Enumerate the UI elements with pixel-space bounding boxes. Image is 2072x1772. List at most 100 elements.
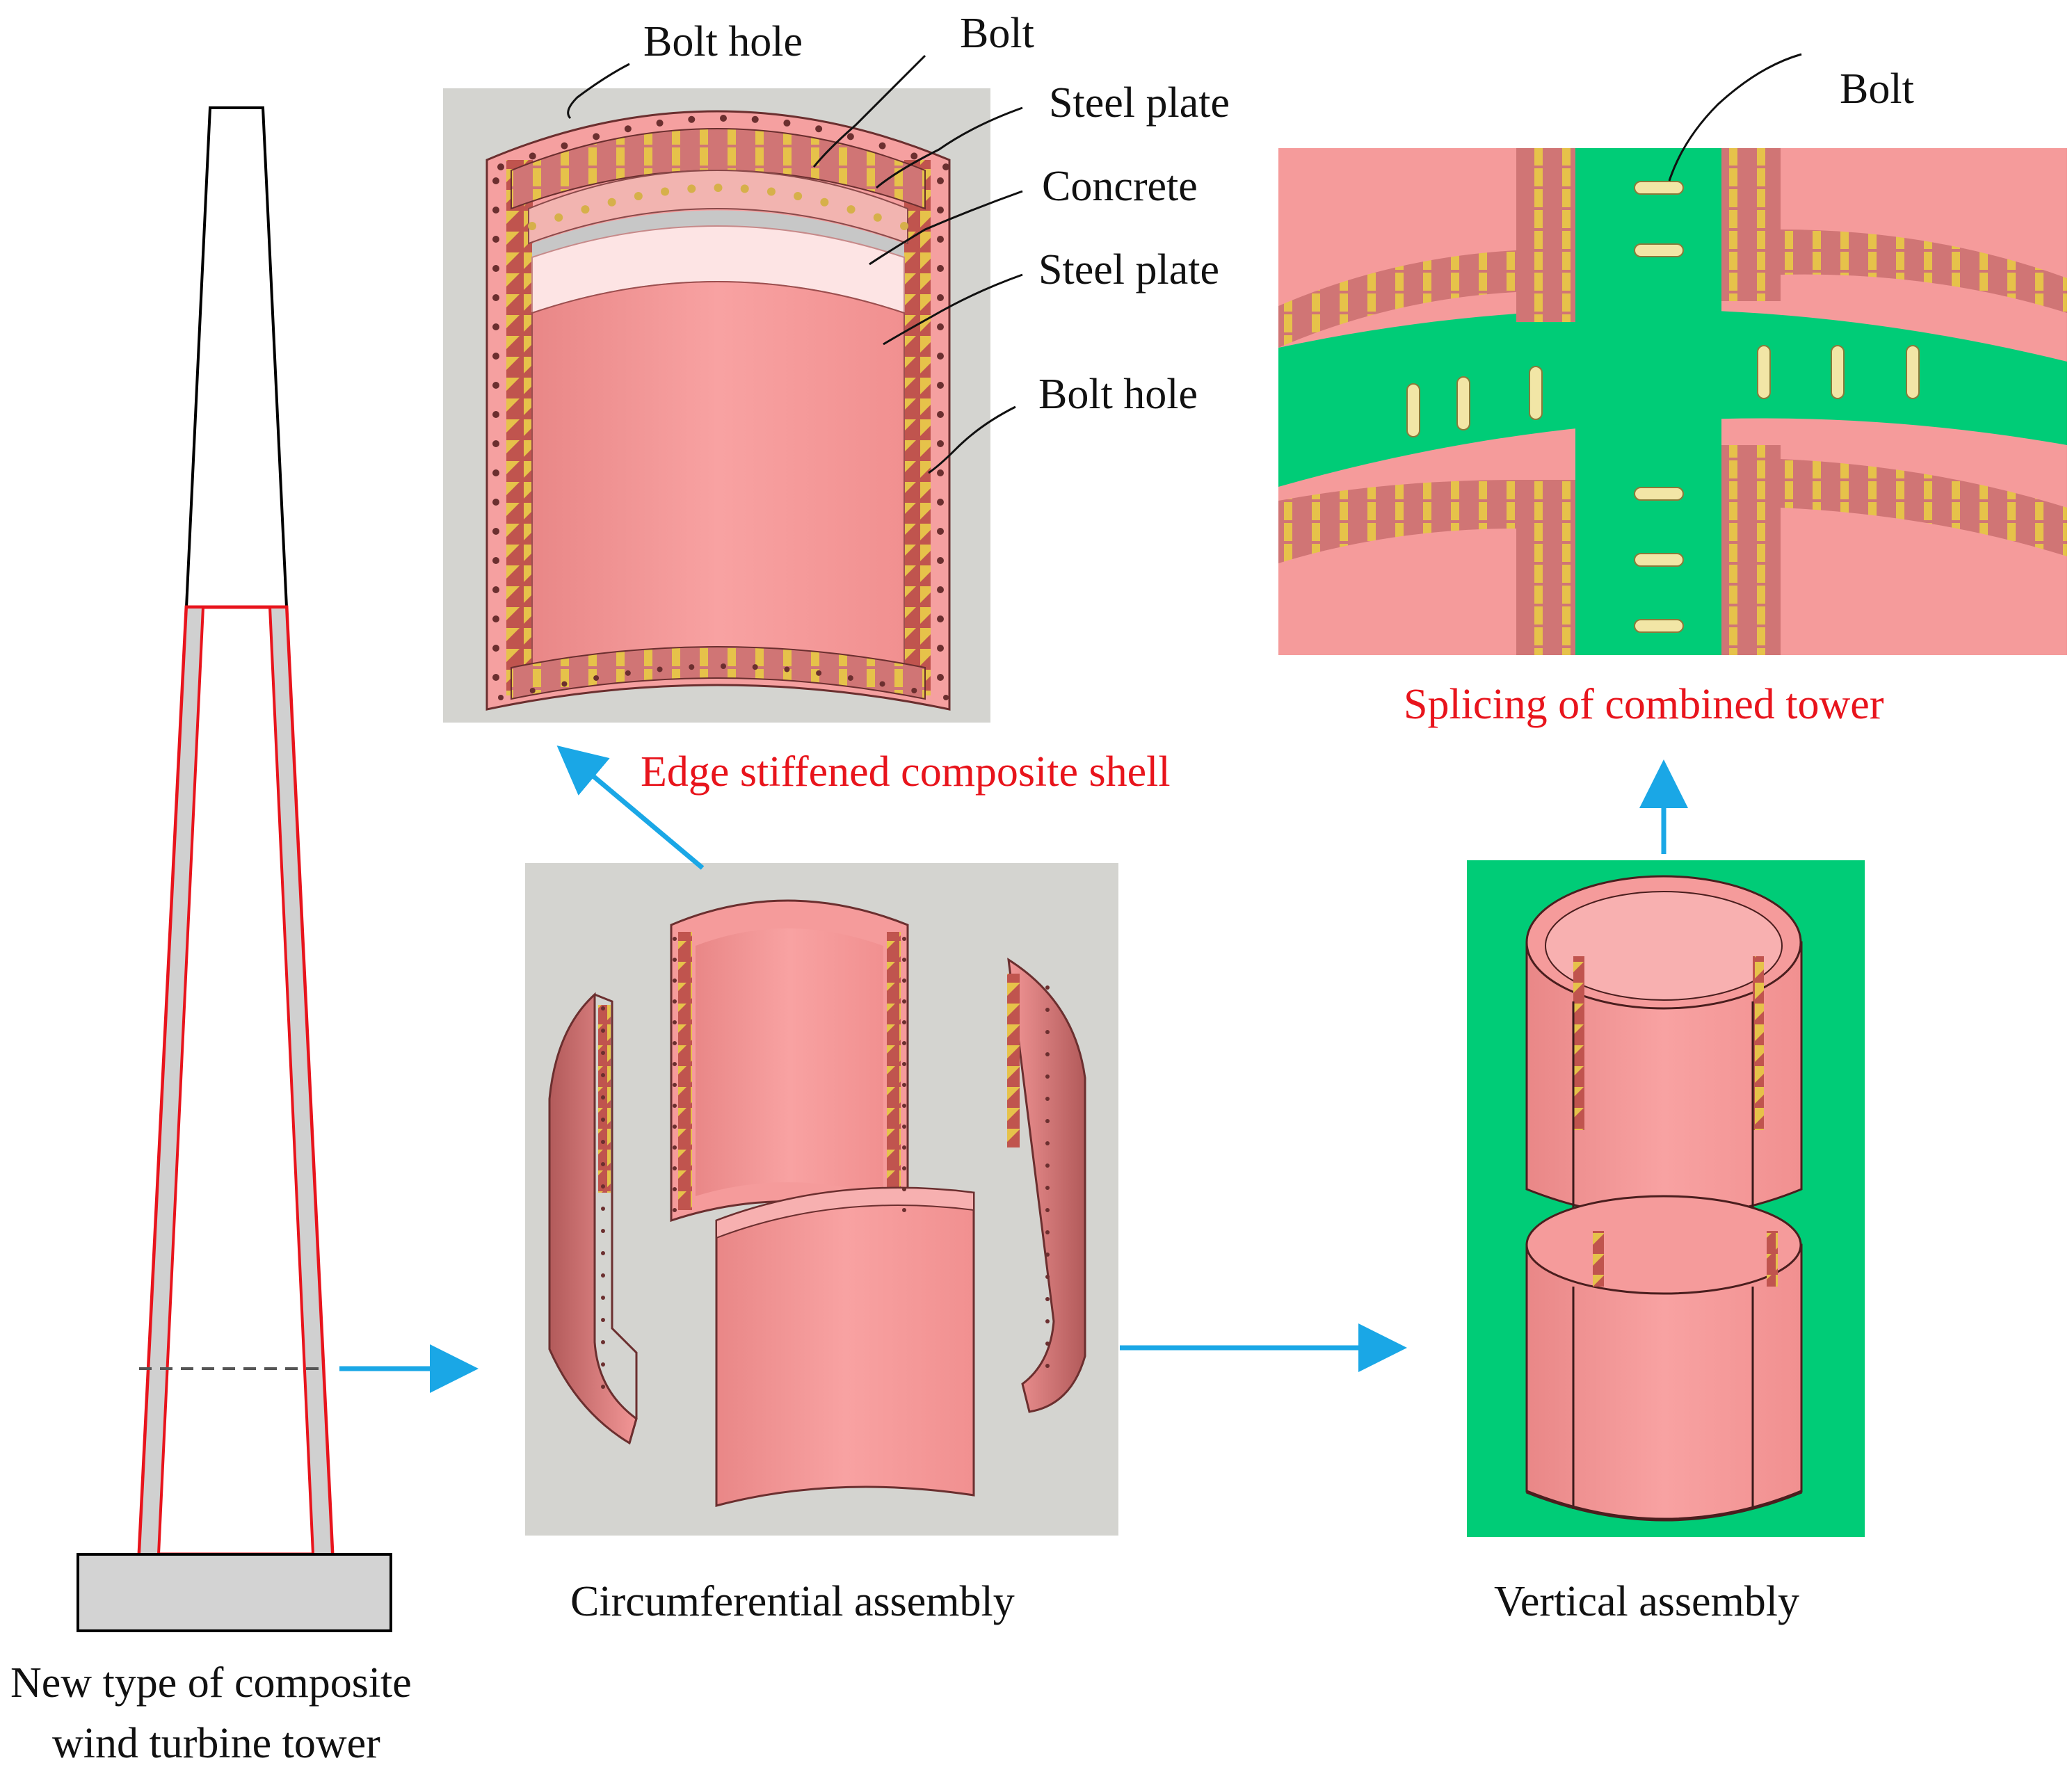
- bolt-hole: [657, 666, 663, 672]
- bolt-hole: [601, 1073, 605, 1077]
- bolt-hole: [783, 119, 791, 127]
- bolt: [740, 184, 749, 193]
- leader-bolt-top: [812, 54, 926, 168]
- bolt-hole: [492, 557, 499, 564]
- bolt-hole: [601, 1362, 605, 1367]
- label-concrete: Concrete: [1042, 163, 1198, 210]
- flow-arrows: [339, 745, 1688, 1393]
- label-steel-plate-2: Steel plate: [1038, 246, 1219, 293]
- bolt-hole: [937, 499, 944, 506]
- bolt-hole: [815, 125, 823, 133]
- bolt-hole: [492, 499, 499, 506]
- bolt-hole: [816, 670, 822, 676]
- shell-left-stiffeners: [506, 160, 533, 695]
- label-bolt-splice: Bolt: [1840, 65, 1914, 113]
- edge-shell-panel: [443, 88, 990, 723]
- bolt-hole: [492, 645, 499, 652]
- bolt-hole: [1045, 1119, 1050, 1123]
- bolt-hole: [673, 958, 677, 962]
- bolt-hole: [937, 323, 944, 330]
- bolt: [873, 213, 882, 222]
- bolt-hole: [942, 163, 949, 170]
- bolt-hole: [937, 528, 944, 535]
- bolt-hole: [902, 1187, 906, 1191]
- text-labels: Bolt hole Bolt Steel plate Concrete Stee…: [10, 10, 1914, 1767]
- bolt-hole: [752, 664, 758, 670]
- bolt-hole: [492, 411, 499, 418]
- bolt-hole: [902, 1104, 906, 1108]
- bolt-hole: [673, 1125, 677, 1129]
- bolt-hole: [937, 440, 944, 447]
- bolt-hole: [1045, 1052, 1050, 1056]
- bolt-hole: [673, 1020, 677, 1024]
- bolt-hole: [601, 1207, 605, 1211]
- upper-cylinder-hole: [1545, 891, 1783, 1001]
- shell-gap: [532, 210, 904, 257]
- bolt-hole: [937, 615, 944, 622]
- bolt-hole: [673, 937, 677, 941]
- bolt-hole: [937, 207, 944, 214]
- circ-back-inner: [696, 928, 883, 1196]
- bolt: [1634, 243, 1684, 257]
- bolt-hole: [492, 353, 499, 360]
- bolt: [900, 222, 908, 230]
- label-edge-shell: Edge stiffened composite shell: [641, 748, 1171, 796]
- bolt-hole: [1045, 985, 1050, 990]
- circ-front-shell: [715, 1186, 975, 1507]
- circ-back-right-stiff: [887, 932, 901, 1210]
- bolt-hole: [492, 207, 499, 214]
- bolt-hole: [902, 1125, 906, 1129]
- label-splicing: Splicing of combined tower: [1404, 681, 1884, 728]
- bolt-hole: [937, 177, 944, 184]
- bolt-hole: [943, 695, 949, 700]
- bolt-hole: [1045, 1186, 1050, 1190]
- bolt-hole: [673, 1187, 677, 1191]
- bolt: [1906, 345, 1920, 399]
- shell-bolt-holes: [492, 115, 949, 700]
- vertical-panel: [1467, 860, 1865, 1537]
- lower-cyl-stiff-left: [1593, 1231, 1604, 1287]
- bolt-hole: [902, 1041, 906, 1045]
- bolt-hole: [937, 353, 944, 360]
- splice-ring-bot-right: [1781, 459, 2067, 556]
- label-vertical: Vertical assembly: [1494, 1578, 1799, 1625]
- leader-bolt-hole-top: [567, 63, 630, 120]
- bolt: [607, 198, 616, 207]
- bolt-hole: [492, 294, 499, 301]
- bolt: [766, 187, 776, 196]
- bolt-hole: [673, 978, 677, 983]
- bolt-hole: [673, 1208, 677, 1212]
- bolt-hole: [601, 1273, 605, 1278]
- bolt-hole: [601, 1051, 605, 1055]
- bolt-hole: [673, 1062, 677, 1066]
- bolt-hole: [492, 528, 499, 535]
- bolt-hole: [492, 615, 499, 622]
- label-steel-plate-1: Steel plate: [1049, 79, 1230, 127]
- bolt: [714, 184, 723, 192]
- bolt-hole: [601, 1140, 605, 1144]
- circ-front-shell-top: [716, 1187, 974, 1239]
- bolt-hole: [601, 1006, 605, 1010]
- leader-steel-plate-2: [883, 273, 1023, 346]
- bolt-hole: [902, 1062, 906, 1066]
- bolt-hole: [937, 265, 944, 272]
- bolt-hole: [937, 411, 944, 418]
- bolt: [846, 205, 856, 214]
- bolt-hole: [902, 1166, 906, 1170]
- splice-ring-top-left: [1278, 250, 1516, 348]
- bolt-hole: [721, 663, 726, 669]
- splice-bolts: [1406, 181, 1920, 633]
- bolt-hole: [937, 469, 944, 476]
- bolt-hole: [911, 687, 917, 693]
- bolt-hole: [601, 1118, 605, 1122]
- bolt-hole: [656, 119, 664, 127]
- label-tower-line1: New type of composite: [10, 1659, 412, 1707]
- bolt-hole: [784, 666, 790, 672]
- bolt-hole: [751, 115, 759, 123]
- label-bolt-hole-top: Bolt hole: [643, 18, 803, 65]
- bolt: [1634, 181, 1684, 195]
- bolt-hole: [601, 1029, 605, 1033]
- bolt-hole: [492, 440, 499, 447]
- bolt: [794, 191, 803, 200]
